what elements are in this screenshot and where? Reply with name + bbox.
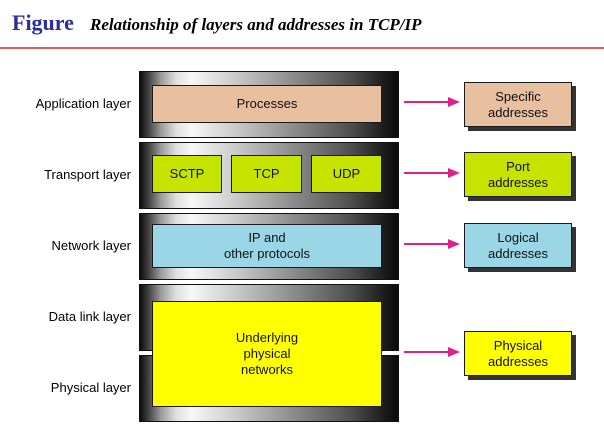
- network-layer-label: Network layer: [51, 238, 131, 253]
- logical-addresses-box: Logical addresses: [464, 223, 572, 268]
- data-link-layer-label: Data link layer: [48, 309, 131, 324]
- udp-box: UDP: [311, 155, 382, 193]
- ip-box: IP and other protocols: [152, 224, 382, 268]
- physical-addresses-box: Physical addresses: [464, 331, 572, 376]
- processes-box: Processes: [152, 85, 382, 123]
- link-arrow: [404, 347, 460, 357]
- application-layer-label: Application layer: [35, 96, 131, 111]
- physical-layer-label: Physical layer: [50, 380, 131, 395]
- figure-label: Figure: [12, 10, 74, 35]
- specific-addresses-box: Specific addresses: [464, 82, 572, 127]
- application-arrow: [404, 97, 460, 107]
- underlying-networks-box: Underlying physical networks: [152, 301, 382, 407]
- transport-arrow: [404, 168, 460, 178]
- figure-title: Relationship of layers and addresses in …: [90, 15, 422, 34]
- network-arrow: [404, 239, 460, 249]
- transport-layer-label: Transport layer: [44, 167, 131, 182]
- title-divider: [0, 47, 604, 49]
- tcp-box: TCP: [231, 155, 302, 193]
- sctp-box: SCTP: [152, 155, 222, 193]
- port-addresses-box: Port addresses: [464, 152, 572, 197]
